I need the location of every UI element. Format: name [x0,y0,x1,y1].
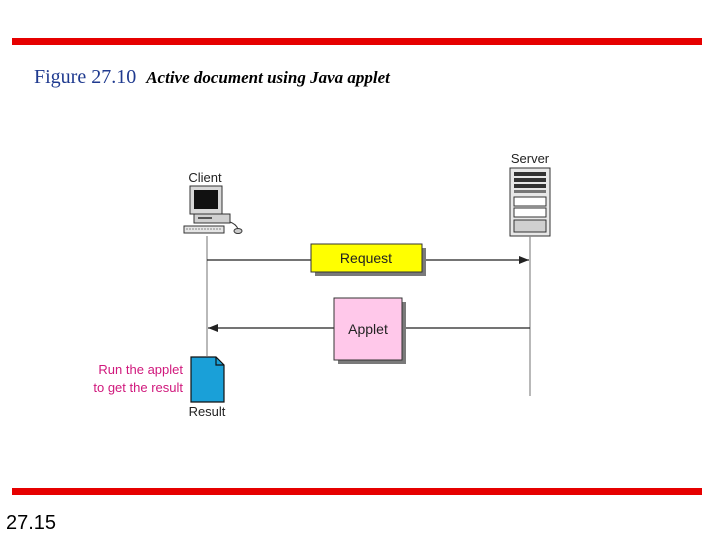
note-line-2: to get the result [93,380,183,395]
bottom-rule [12,488,702,495]
server-label: Server [511,151,550,166]
computer-icon [183,185,243,234]
applet-label: Applet [348,321,388,337]
client-label: Client [188,170,222,185]
request-label: Request [340,250,392,266]
figure-label: Figure 27.10 [34,66,137,88]
figure-caption: Figure 27.10 Active document using Java a… [34,66,390,89]
result-label: Result [189,404,226,419]
document-icon [190,356,225,403]
figure-title: Active document using Java applet [146,68,390,87]
request-box [310,243,423,273]
applet-box [333,297,403,361]
note-line-1: Run the applet [98,362,183,377]
slide-number: 27.15 [6,512,57,534]
server-icon [509,167,551,237]
top-rule [12,38,702,45]
